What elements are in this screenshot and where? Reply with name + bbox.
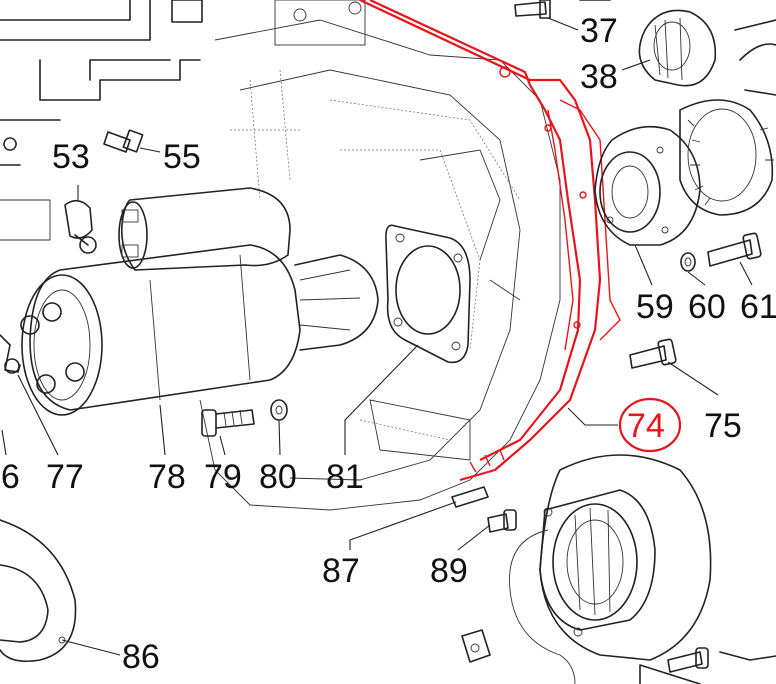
callout-75: 75 [704, 407, 742, 445]
callout-labels: 37 38 53 55 59 60 61 74 75 76 77 78 79 8… [0, 12, 776, 676]
right-side-parts [514, 0, 776, 369]
callout-74-circle [618, 397, 682, 453]
flywheel-housing [199, 0, 561, 511]
bottom-parts [0, 454, 776, 684]
callout-86: 86 [122, 638, 160, 676]
callout-79: 79 [204, 458, 242, 496]
callout-76: 76 [0, 458, 20, 496]
bolt-79-washer-80 [201, 399, 288, 437]
callout-59: 59 [636, 288, 674, 326]
callout-87: 87 [322, 552, 360, 590]
callout-60: 60 [688, 288, 726, 326]
callout-74: 74 [627, 407, 665, 445]
frame-bracket [0, 0, 203, 241]
callout-78: 78 [148, 458, 186, 496]
callout-81: 81 [326, 458, 364, 496]
callout-80: 80 [259, 458, 297, 496]
callout-37: 37 [580, 12, 618, 50]
callout-61: 61 [740, 288, 776, 326]
callout-89: 89 [430, 552, 468, 590]
callout-53: 53 [52, 138, 90, 176]
starter-motor [20, 187, 379, 416]
callout-55: 55 [163, 138, 201, 176]
highlighted-part-74 [359, 0, 621, 482]
leader-lines [1, 17, 753, 656]
small-parts-left [0, 129, 144, 374]
callout-38: 38 [580, 58, 618, 96]
callout-77: 77 [46, 458, 84, 496]
